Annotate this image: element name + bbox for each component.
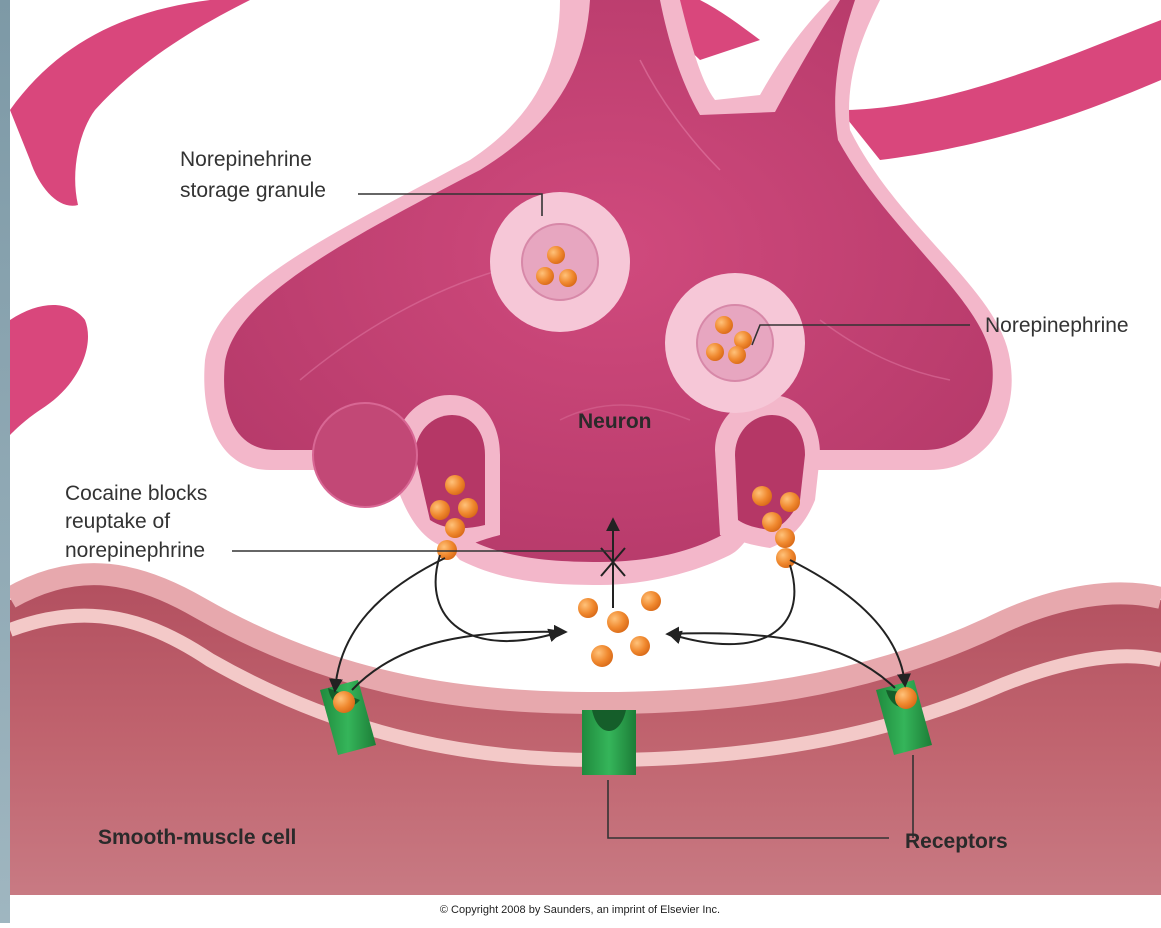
receptor-middle — [582, 710, 636, 775]
norepinephrine-label: Norepinephrine — [985, 314, 1129, 337]
storage-granule-2 — [665, 273, 805, 413]
storage-granule-label-line2: storage granule — [180, 179, 326, 202]
cocaine-label-line2: reuptake of — [65, 510, 170, 533]
cleft-norepinephrine — [578, 591, 661, 667]
receptors-label: Receptors — [905, 830, 1008, 853]
cocaine-label-line3: norepinephrine — [65, 539, 205, 562]
cocaine-label-line1: Cocaine blocks — [65, 482, 207, 505]
smooth-muscle-label: Smooth-muscle cell — [98, 826, 296, 849]
left-edge-strip — [0, 0, 10, 923]
copyright-notice: © Copyright 2008 by Saunders, an imprint… — [440, 904, 720, 916]
storage-granule-label-line1: Norepinehrine — [180, 148, 312, 171]
storage-granule-1 — [490, 192, 630, 332]
neuron-label: Neuron — [578, 410, 652, 433]
